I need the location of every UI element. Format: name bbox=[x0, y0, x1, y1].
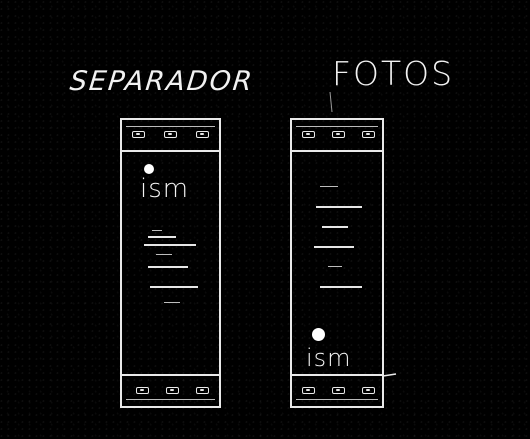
logo-dot-icon bbox=[312, 328, 325, 341]
top-rail bbox=[126, 126, 215, 127]
text-line bbox=[148, 236, 176, 238]
text-line bbox=[148, 266, 188, 268]
terminal-icon bbox=[166, 387, 179, 394]
stroke-mark bbox=[382, 373, 397, 377]
bottom-rail bbox=[126, 399, 215, 400]
fotos-label: FOTOS bbox=[332, 54, 455, 93]
terminal-icon bbox=[332, 387, 345, 394]
text-line bbox=[320, 186, 338, 187]
top-rail bbox=[296, 126, 378, 127]
text-line bbox=[316, 206, 362, 208]
terminal-icon bbox=[332, 131, 345, 138]
terminal-icon bbox=[362, 131, 375, 138]
terminal-icon bbox=[196, 131, 209, 138]
terminal-icon bbox=[302, 387, 315, 394]
terminal-icon bbox=[302, 131, 315, 138]
text-line bbox=[150, 286, 198, 288]
text-line bbox=[328, 266, 342, 267]
terminal-icon bbox=[136, 387, 149, 394]
bottom-rail bbox=[296, 399, 378, 400]
text-line bbox=[322, 226, 348, 228]
ism-logo: ism bbox=[306, 344, 352, 372]
terminal-icon bbox=[362, 387, 375, 394]
terminal-icon bbox=[132, 131, 145, 138]
bottom-terminal-strip bbox=[292, 374, 382, 406]
logo-dot-icon bbox=[144, 164, 154, 174]
separador-module: ism bbox=[120, 118, 221, 408]
text-line bbox=[152, 230, 162, 231]
bottom-terminal-strip bbox=[122, 374, 219, 406]
text-line bbox=[314, 246, 354, 248]
top-terminal-strip bbox=[122, 120, 219, 152]
text-line bbox=[156, 254, 172, 255]
top-terminal-strip bbox=[292, 120, 382, 152]
ism-logo: ism bbox=[140, 174, 190, 204]
terminal-icon bbox=[164, 131, 177, 138]
text-line bbox=[320, 286, 362, 288]
text-line bbox=[144, 244, 196, 246]
fotos-module: ism bbox=[290, 118, 384, 408]
stroke-mark bbox=[329, 91, 333, 113]
terminal-icon bbox=[196, 387, 209, 394]
separador-label: SEPARADOR bbox=[68, 66, 256, 97]
text-line bbox=[164, 302, 180, 303]
